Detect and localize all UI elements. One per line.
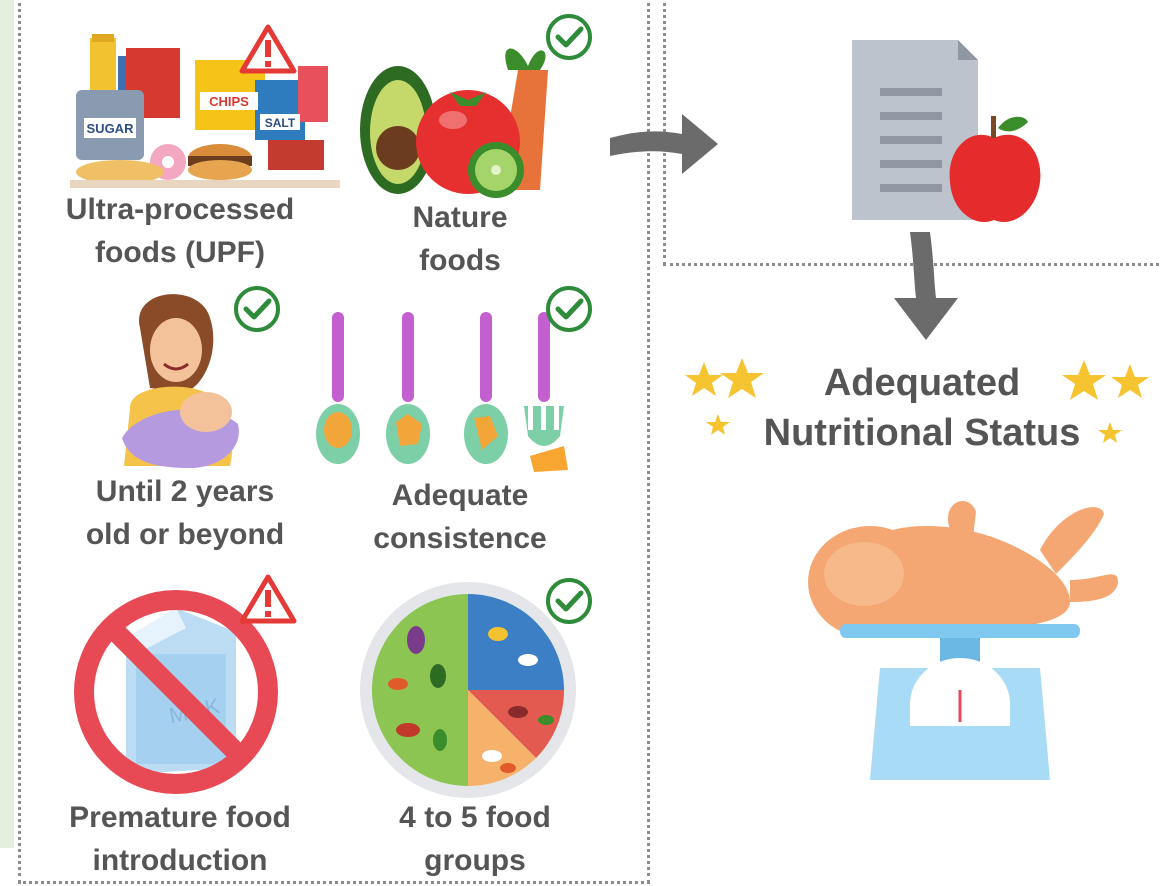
arrow-right-icon (610, 114, 718, 174)
outcome-title-text: Adequated Nutritional Status (763, 362, 1081, 454)
spoon-mashed (386, 312, 430, 464)
diet-document-apple-icon (852, 40, 1041, 223)
check-icon (234, 286, 280, 332)
milk-carton-prohibited-illustration: MILK (74, 590, 278, 794)
star-icon (1111, 364, 1149, 398)
item-label-adequate-consistence: Adequate consistence (340, 474, 580, 560)
stars-decoration-right (1062, 360, 1149, 443)
breastfeeding-mother-illustration (122, 294, 239, 468)
item-label-text: Adequate consistence (373, 479, 547, 555)
item-label-until-2-years: Until 2 years old or beyond (60, 470, 310, 556)
star-icon (685, 362, 723, 396)
stars-decoration-left (685, 358, 764, 435)
nature-foods-illustration (360, 48, 548, 198)
item-label-nature-foods: Nature foods (370, 196, 550, 282)
star-icon (720, 358, 764, 398)
spoon-chopped (464, 312, 508, 464)
warning-icon (239, 574, 297, 624)
chips-pack-label: CHIPS (209, 94, 249, 109)
spoon-puree (316, 312, 360, 464)
item-label-food-groups: 4 to 5 food groups (360, 796, 590, 882)
item-label-text: 4 to 5 food groups (399, 801, 551, 877)
check-icon (546, 286, 592, 332)
item-label-text: Ultra-processed foods (UPF) (65, 193, 295, 269)
outcome-title: Adequated Nutritional Status (732, 358, 1112, 458)
check-icon (546, 578, 592, 624)
item-label-text: Until 2 years old or beyond (85, 475, 285, 551)
spoons-consistence-illustration (316, 312, 568, 472)
food-groups-plate-illustration (360, 582, 576, 798)
warning-icon (239, 24, 297, 74)
ultra-processed-foods-illustration: SUGAR CHIPS SALT (70, 34, 340, 188)
star-icon (1098, 422, 1122, 443)
left-panel (18, 0, 650, 884)
arrow-down-icon (894, 232, 958, 340)
item-label-text: Nature foods (412, 201, 508, 277)
star-icon (1062, 360, 1106, 400)
item-label-premature-food: Premature food introduction (40, 796, 320, 882)
item-label-ultra-processed: Ultra-processed foods (UPF) (40, 188, 320, 274)
fork-solid (524, 312, 568, 472)
baby-on-scale-illustration (808, 500, 1118, 780)
left-side-strip (0, 0, 14, 848)
check-icon (546, 14, 592, 60)
salt-pack-label: SALT (265, 116, 296, 130)
star-icon (706, 414, 730, 435)
item-label-text: Premature food introduction (69, 801, 291, 877)
sugar-pack-label: SUGAR (87, 121, 135, 136)
